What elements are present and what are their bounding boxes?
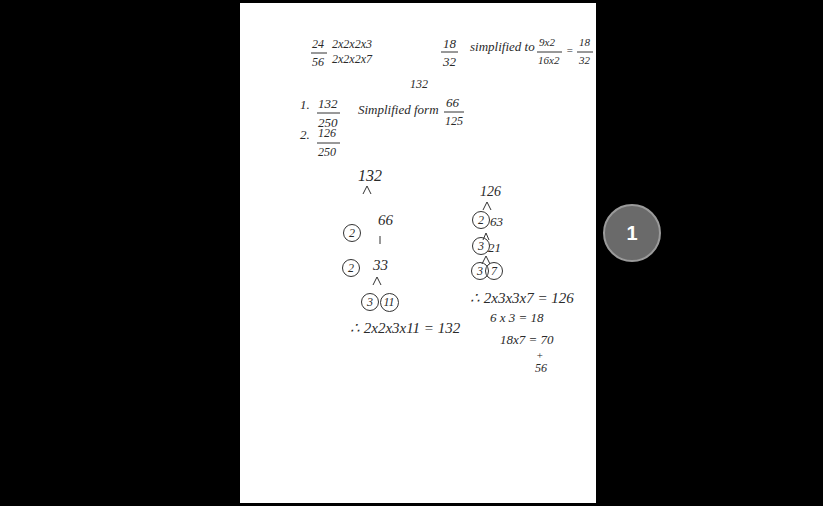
handwritten-text: 63 xyxy=(490,215,503,228)
circled-factor: 2 xyxy=(472,211,490,229)
handwritten-text: 132 xyxy=(318,97,338,110)
fraction-bar xyxy=(577,52,593,53)
node-text: 3 xyxy=(367,296,373,308)
handwritten-text: 132 xyxy=(410,78,428,90)
handwritten-text: 250 xyxy=(318,146,336,158)
handwritten-text: 2. xyxy=(300,128,310,141)
node-text: 2 xyxy=(478,214,484,226)
fraction-bar xyxy=(537,52,562,53)
tree-branch xyxy=(363,186,371,194)
handwritten-text: 9x2 xyxy=(539,37,555,48)
handwritten-text: + xyxy=(536,350,543,361)
fraction-bar xyxy=(317,143,340,144)
tree-branch xyxy=(373,277,381,285)
fraction-bar xyxy=(441,52,458,53)
handwritten-text: = xyxy=(566,45,573,56)
handwritten-text: ∴ 2x2x3x11 = 132 xyxy=(350,321,460,336)
handwritten-text: ∴ 2x3x3x7 = 126 xyxy=(470,291,574,306)
handwritten-text: 2x2x2x7 xyxy=(332,53,372,65)
handwritten-text: 24 xyxy=(312,38,324,50)
handwritten-text: 125 xyxy=(445,115,463,127)
handwritten-text: 16x2 xyxy=(538,55,559,66)
handwritten-text: simplified to xyxy=(470,40,535,53)
handwritten-text: 21 xyxy=(488,241,501,254)
handwritten-text: 1. xyxy=(300,98,310,111)
handwritten-text: 32 xyxy=(579,55,590,66)
node-text: 2 xyxy=(348,262,354,274)
handwritten-text: 32 xyxy=(443,55,456,68)
node-text: 1 xyxy=(626,223,637,243)
handwritten-text: 18x7 = 70 xyxy=(500,333,554,346)
handwritten-text: 2x2x2x3 xyxy=(332,38,372,50)
node-text: 3 xyxy=(477,265,483,277)
node-text: 3 xyxy=(478,240,484,252)
handwritten-text: 66 xyxy=(378,213,393,228)
handwritten-text: 126 xyxy=(318,127,336,139)
node-text: 11 xyxy=(383,296,394,308)
handwritten-text: 18 xyxy=(579,37,590,48)
handwritten-text: 56 xyxy=(535,362,547,374)
circled-factor: 11 xyxy=(380,293,399,312)
circled-factor: 3 xyxy=(472,237,490,255)
handwritten-text: 66 xyxy=(446,96,459,109)
page-badge: 1 xyxy=(603,204,661,262)
handwritten-text: 132 xyxy=(358,168,382,184)
handwritten-text: 18 xyxy=(443,37,456,50)
handwritten-text: Simplified form xyxy=(358,103,439,116)
node-text: 2 xyxy=(349,227,355,239)
handwritten-text: 56 xyxy=(312,56,324,68)
circled-factor: 3 xyxy=(471,262,489,280)
fraction-bar xyxy=(444,112,464,113)
fraction-bar xyxy=(311,53,327,54)
circled-factor: 2 xyxy=(343,224,361,242)
tree-branch xyxy=(380,236,381,244)
node-text: 7 xyxy=(491,265,497,277)
circled-factor: 7 xyxy=(485,262,503,280)
handwritten-text: 6 x 3 = 18 xyxy=(490,311,544,324)
handwritten-text: 126 xyxy=(480,185,501,199)
handwritten-text: 33 xyxy=(373,258,388,273)
circled-factor: 2 xyxy=(342,259,360,277)
fraction-bar xyxy=(317,113,340,114)
circled-factor: 3 xyxy=(361,293,379,311)
tree-branch xyxy=(483,202,491,210)
